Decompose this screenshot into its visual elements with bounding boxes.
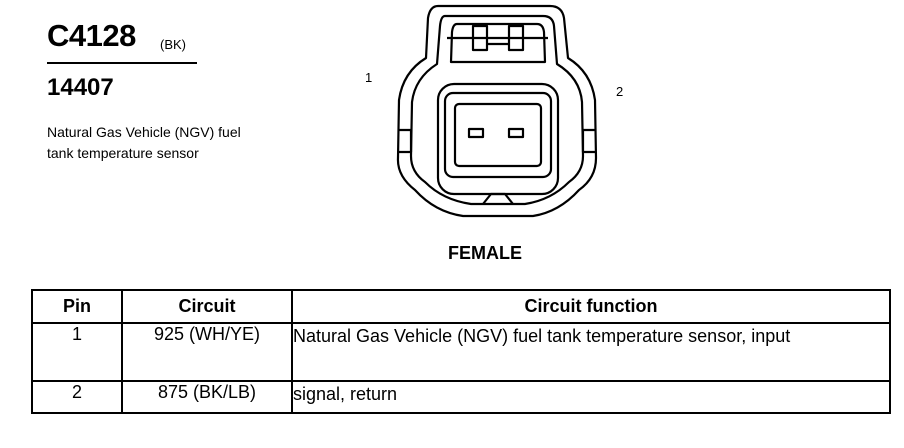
pin-housing-outer <box>443 91 553 179</box>
latch-tab-right <box>507 24 525 52</box>
part-number: 14407 <box>47 74 114 101</box>
cell-circuit: 875 (BK/LB) <box>121 380 293 414</box>
pin-label-2: 2 <box>616 84 624 99</box>
header-pin: Pin <box>31 289 123 324</box>
pin-housing-inner <box>453 102 543 168</box>
table-row: 2 875 (BK/LB) signal, return <box>31 380 891 414</box>
cell-circuit: 925 (WH/YE) <box>121 322 293 382</box>
connector-description: Natural Gas Vehicle (NGV) fuel tank temp… <box>47 124 241 161</box>
pin-table: Pin Circuit Circuit function 1 925 (WH/Y… <box>31 289 891 414</box>
cell-function: Natural Gas Vehicle (NGV) fuel tank temp… <box>291 322 891 382</box>
terminal-2 <box>507 127 525 139</box>
connector-drawing <box>396 4 598 218</box>
connector-outer-shell <box>396 4 598 218</box>
side-notch-left <box>398 128 413 154</box>
connector-latch <box>449 22 547 64</box>
cell-function: signal, return <box>291 380 891 414</box>
header-circuit: Circuit <box>121 289 293 324</box>
cell-pin: 1 <box>31 322 123 382</box>
connector-rule <box>47 62 197 64</box>
bottom-key <box>482 192 514 205</box>
table-row: 1 925 (WH/YE) Natural Gas Vehicle (NGV) … <box>31 322 891 382</box>
terminal-1 <box>467 127 485 139</box>
connector-code: C4128 <box>47 18 136 53</box>
connector-color: (BK) <box>160 37 186 52</box>
cell-pin: 2 <box>31 380 123 414</box>
pin-label-1: 1 <box>365 70 373 85</box>
latch-tab-left <box>471 24 489 52</box>
header-circuit-function: Circuit function <box>291 289 891 324</box>
connector-inner-shell <box>409 14 585 206</box>
table-header-row: Pin Circuit Circuit function <box>31 289 891 324</box>
side-notch-right <box>581 128 596 154</box>
connector-gender: FEMALE <box>448 243 522 263</box>
